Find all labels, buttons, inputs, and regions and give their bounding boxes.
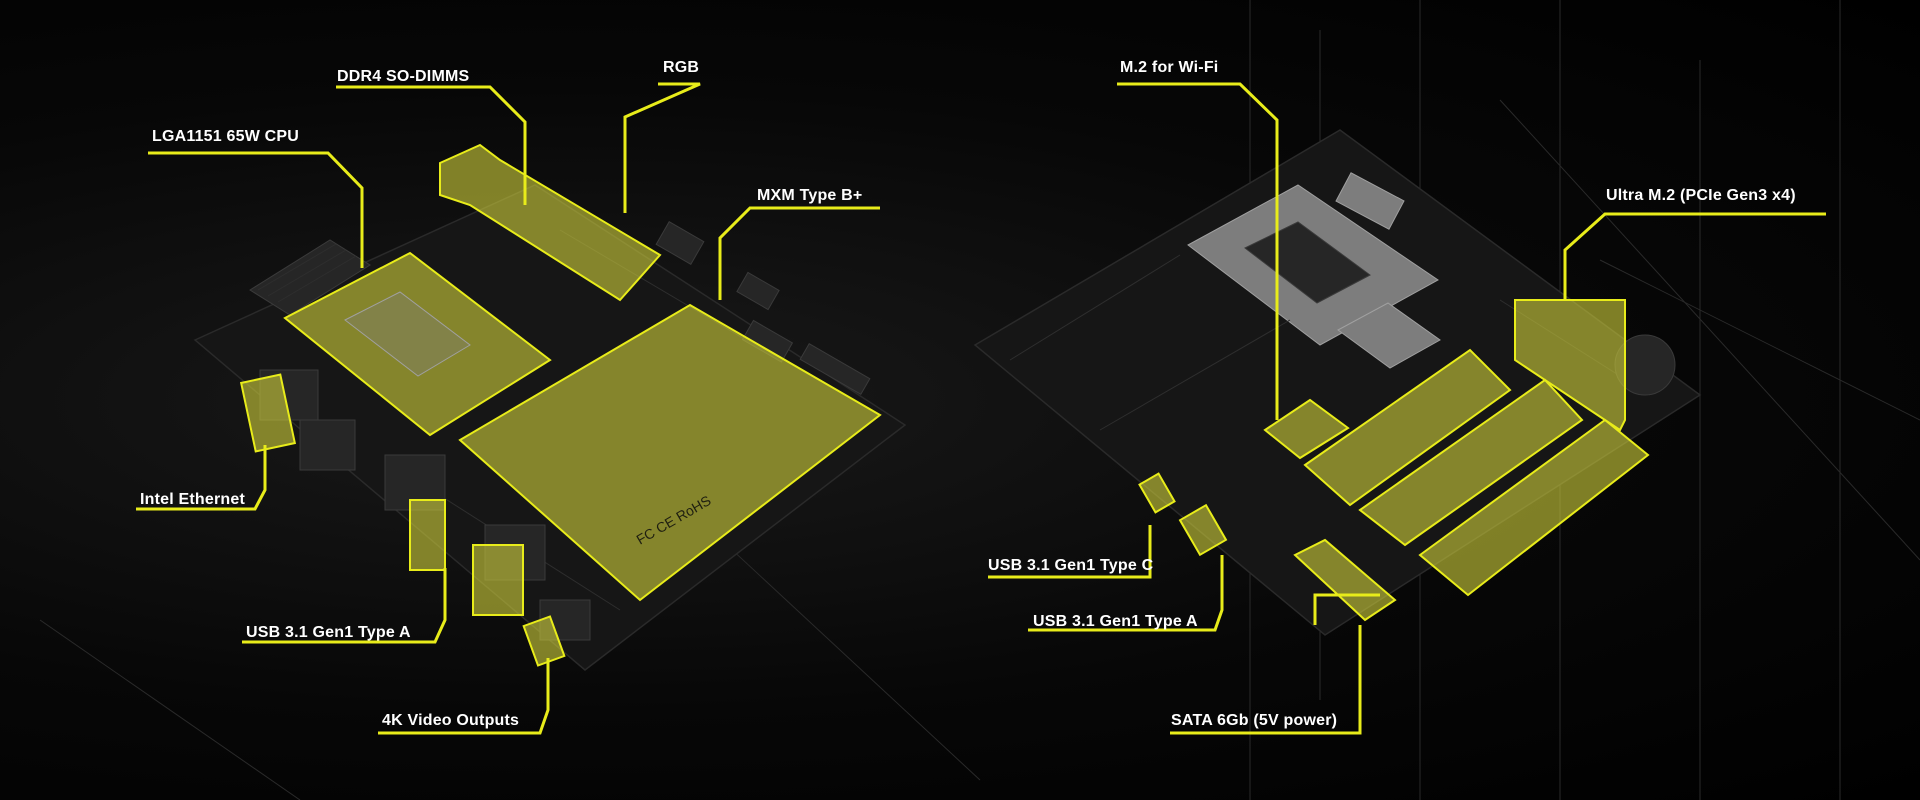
ultra-m2-slot-2-highlight — [1358, 378, 1584, 547]
label-dimm: DDR4 SO-DIMMS — [337, 68, 470, 85]
video-outputs-small-highlight — [522, 615, 566, 667]
label-video: 4K Video Outputs — [382, 712, 519, 729]
ultra-m2-header-highlight — [1514, 299, 1626, 432]
label-wifi: M.2 for Wi-Fi — [1120, 59, 1218, 76]
ethernet-highlight — [239, 373, 297, 453]
usb-a-highlight-right — [1178, 503, 1228, 557]
label-rgb: RGB — [663, 59, 699, 76]
label-cpu: LGA1151 65W CPU — [152, 128, 299, 145]
sata-highlight — [1293, 538, 1397, 622]
ultra-m2-slot-1-highlight — [1303, 348, 1512, 507]
label-sata: SATA 6Gb (5V power) — [1171, 712, 1337, 729]
left-leader-lines — [136, 82, 880, 735]
mxm-slot-highlight — [458, 303, 882, 602]
right-motherboard — [973, 129, 1702, 636]
label-ethernet: Intel Ethernet — [140, 491, 246, 508]
label-usb-a-right: USB 3.1 Gen1 Type A — [1033, 613, 1198, 630]
label-usb-a-left: USB 3.1 Gen1 Type A — [246, 624, 411, 641]
label-usb-c: USB 3.1 Gen1 Type C — [988, 557, 1154, 574]
right-leader-lines — [988, 82, 1826, 735]
chipset-heatsink — [1337, 302, 1441, 369]
label-ultra-m2: Ultra M.2 (PCIe Gen3 x4) — [1606, 187, 1796, 204]
dimm-slots-highlight — [439, 143, 662, 302]
cpu-socket-highlight — [283, 251, 552, 437]
wifi-m2-highlight — [1263, 398, 1350, 460]
usb-a-highlight-left — [409, 499, 446, 571]
usb-c-highlight — [1138, 472, 1176, 514]
left-motherboard: FC CE RoHS — [193, 143, 907, 671]
label-mxm: MXM Type B+ — [757, 187, 862, 204]
heatsink — [249, 239, 371, 316]
video-outputs-highlight — [472, 544, 524, 616]
ultra-m2-slot-3-highlight — [1418, 418, 1650, 597]
